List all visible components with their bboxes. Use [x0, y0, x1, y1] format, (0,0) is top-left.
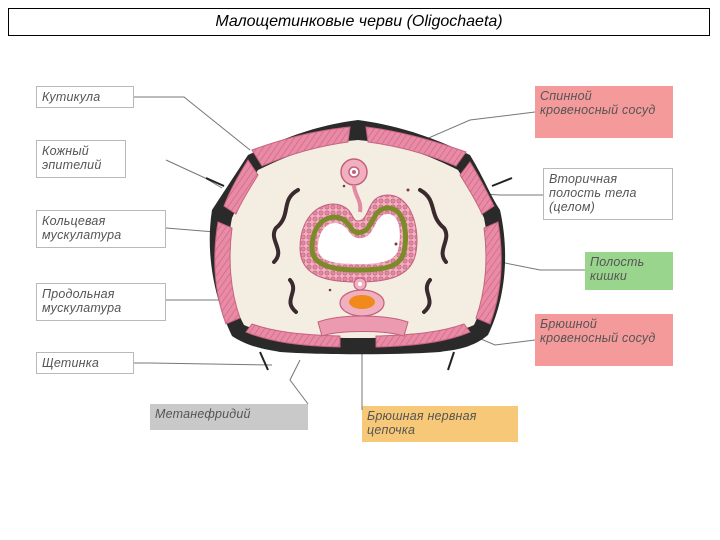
ventral-vessel	[353, 277, 367, 291]
label-seta: Щетинка	[36, 352, 134, 374]
label-cuticle: Кутикула	[36, 86, 134, 108]
setae	[205, 177, 513, 371]
gut-cavity	[318, 214, 400, 264]
metanephridia	[272, 188, 449, 314]
gut-lining	[309, 205, 408, 273]
title-bar: Малощетинковые черви (Oligochaeta)	[8, 8, 710, 36]
label-coelom: Вторичная полость тела (целом)	[543, 168, 673, 220]
label-gut-cavity: Полость кишки	[585, 252, 673, 290]
label-ventral-vessel: Брюшной кровеносный сосуд	[535, 314, 673, 366]
label-circular-muscle: Кольцевая мускулатура	[36, 210, 166, 248]
body-wall-muscles	[214, 126, 502, 348]
label-metanephridium: Метанефридий	[150, 404, 308, 430]
label-dorsal-vessel: Спинной кровеносный сосуд	[535, 86, 673, 138]
ventral-nerve-cord	[317, 289, 409, 337]
dorsal-vessel	[340, 158, 368, 213]
label-longitudinal-muscle: Продольная мускулатура	[36, 283, 166, 321]
page-title: Малощетинковые черви (Oligochaeta)	[215, 13, 503, 30]
coelom-cells	[328, 184, 410, 292]
label-skin-epithelium: Кожный эпителий	[36, 140, 126, 178]
label-ventral-nerve-cord: Брюшная нервная цепочка	[362, 406, 518, 442]
